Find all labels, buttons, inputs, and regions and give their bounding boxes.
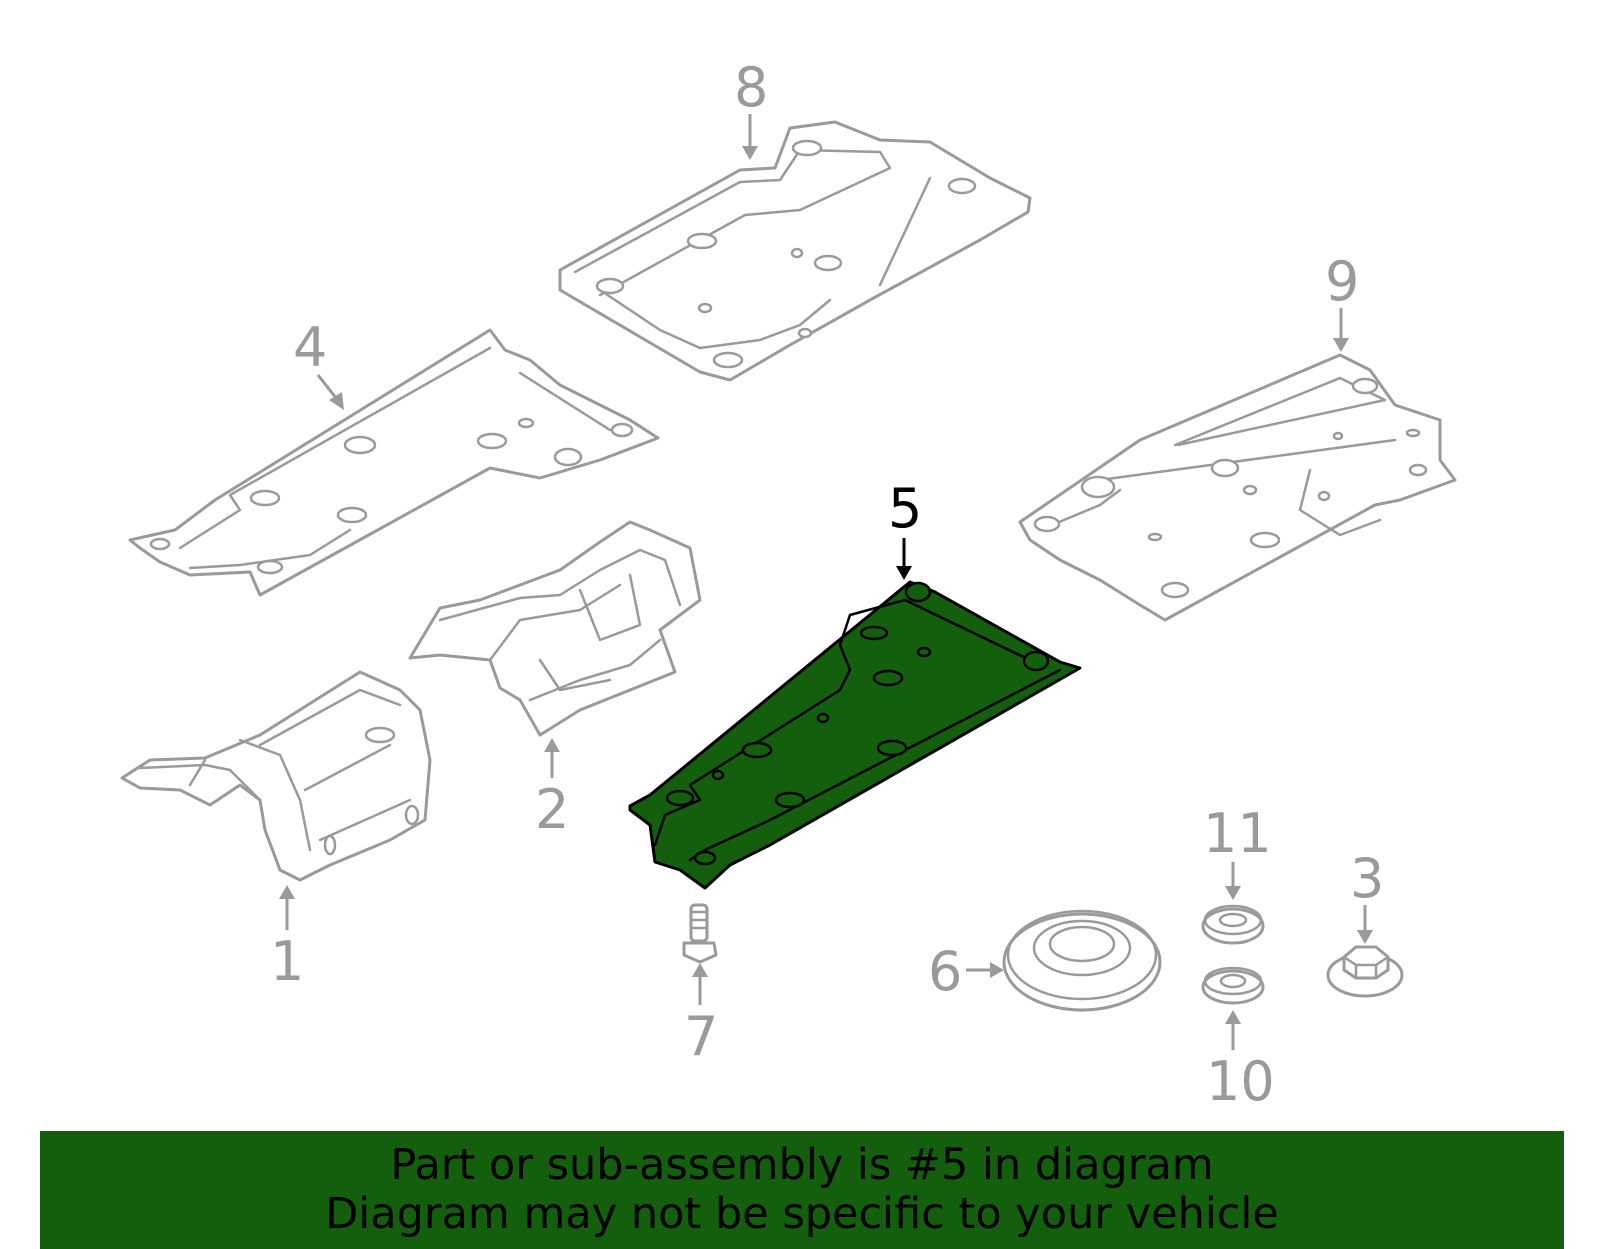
callout-arrow-10: [1225, 1010, 1241, 1050]
callout-label-1: 1: [270, 930, 304, 993]
info-banner: Part or sub-assembly is #5 in diagram Di…: [40, 1131, 1564, 1249]
callout-label-5: 5: [888, 477, 922, 540]
banner-line-part-number: Part or sub-assembly is #5 in diagram: [390, 1140, 1214, 1190]
callout-arrow-2: [544, 738, 560, 778]
callout-label-10: 10: [1206, 1050, 1275, 1113]
callout-label-4: 4: [293, 316, 327, 379]
part-2-heat-shield[interactable]: [408, 520, 702, 737]
callout-arrow-5: [896, 538, 912, 580]
part-6-grommet[interactable]: [1002, 909, 1162, 1012]
callout-label-7: 7: [684, 1005, 718, 1068]
part-7-bolt[interactable]: [682, 903, 718, 964]
callout-arrow-8: [742, 114, 758, 160]
part-4-shield[interactable]: [128, 328, 660, 597]
callout-label-9: 9: [1325, 250, 1359, 313]
banner-line-disclaimer: Diagram may not be specific to your vehi…: [325, 1189, 1279, 1239]
callout-arrow-6: [966, 962, 1004, 978]
callout-arrow-3: [1357, 905, 1373, 944]
callout-label-8: 8: [734, 56, 768, 119]
callout-arrow-7: [692, 963, 708, 1005]
callout-label-2: 2: [535, 778, 569, 841]
callout-label-3: 3: [1350, 847, 1384, 910]
part-5-shield-highlighted[interactable]: [628, 580, 1082, 890]
callout-arrow-11: [1225, 862, 1241, 900]
part-11-washer[interactable]: [1201, 904, 1265, 945]
part-3-nut[interactable]: [1326, 945, 1404, 998]
part-9-shield[interactable]: [1018, 353, 1457, 622]
part-1-heat-shield[interactable]: [120, 670, 432, 882]
part-10-washer[interactable]: [1201, 966, 1265, 1005]
callout-label-11: 11: [1203, 802, 1272, 865]
callout-arrow-9: [1333, 308, 1349, 352]
part-8-shield[interactable]: [558, 120, 1032, 382]
callout-label-6: 6: [928, 940, 962, 1003]
callout-arrow-4: [316, 374, 344, 410]
callout-arrow-1: [279, 885, 295, 930]
